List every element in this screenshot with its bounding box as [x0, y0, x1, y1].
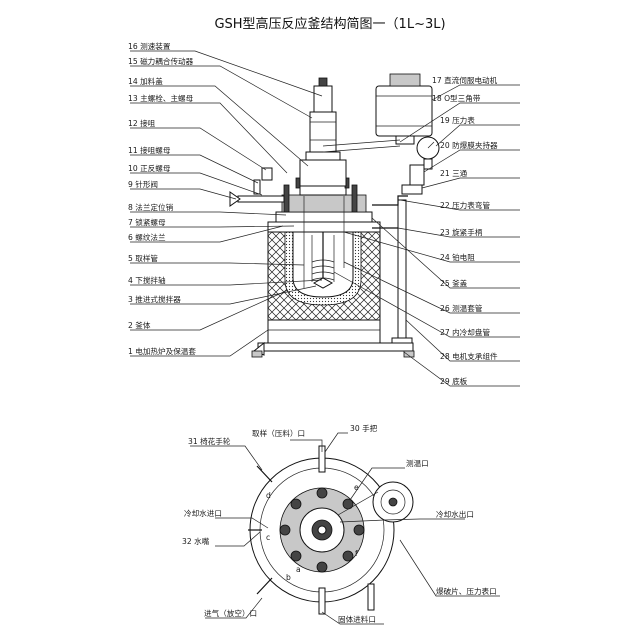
- label-gas-inlet: 进气（放空）口: [204, 608, 257, 618]
- label-propeller: 3 推进式搅拌器: [128, 294, 181, 304]
- top-view-leaders: [190, 432, 500, 625]
- label-vessel-body: 2 釜体: [128, 320, 151, 330]
- port-letter-f: f: [355, 549, 358, 558]
- left-leaders: [130, 50, 323, 357]
- port-letter-b: b: [286, 573, 291, 582]
- label-pressure-gauge: 19 压力表: [440, 115, 475, 125]
- label-rupture-holder: 20 防爆膜夹持器: [440, 140, 498, 150]
- label-magnetic-drive: 15 磁力耦合传动器: [128, 56, 194, 66]
- diagram-title: GSH型高压反应釜结构简图一（1L~3L): [214, 16, 445, 32]
- top-view-motor: [337, 481, 414, 523]
- label-sample-port: 取样（压料）口: [252, 428, 305, 438]
- side-labels-left: 16 测速装置 15 磁力耦合传动器 14 加料盖 13 主螺栓、主螺母 12 …: [128, 41, 196, 356]
- label-o-belt: 18 O型三角带: [432, 93, 481, 103]
- label-handle: 23 旋紧手柄: [440, 227, 483, 237]
- label-feed-cap: 14 加料盖: [128, 76, 163, 86]
- side-view: [229, 73, 440, 358]
- label-cooling-coil: 27 内冷却盘管: [440, 327, 490, 337]
- label-needle-valve: 9 针形阀: [128, 179, 158, 189]
- label-lock-nut: 7 锁紧螺母: [128, 217, 166, 227]
- label-lower-shaft: 4 下搅拌轴: [128, 275, 166, 285]
- label-thread-flange: 6 螺纹法兰: [128, 232, 166, 242]
- port-letter-a: a: [296, 565, 301, 574]
- label-cooling-out: 冷却水出口: [436, 509, 474, 519]
- label-handwheel: 31 椅花手轮: [188, 436, 231, 446]
- label-rupture-port: 爆破片、压力表口: [436, 586, 497, 596]
- label-heater: 1 电加热炉及保温套: [128, 346, 196, 356]
- label-water-nozzle: 32 水嘴: [182, 536, 210, 546]
- vessel-lid: [275, 211, 373, 223]
- servo-motor: [375, 73, 433, 145]
- label-pt-resistor: 24 铂电阻: [440, 252, 475, 262]
- label-cooling-in: 冷却水进口: [184, 508, 222, 518]
- label-reverse-nut: 10 正反螺母: [128, 163, 171, 173]
- label-thermo-sleeve: 26 测温套管: [440, 303, 483, 313]
- label-gauge-tube: 22 压力表弯管: [440, 200, 490, 210]
- label-lid: 25 釜盖: [440, 278, 468, 288]
- label-sampling-tube: 5 取样管: [128, 253, 158, 263]
- port-letter-e: e: [354, 483, 359, 492]
- port-letter-d: d: [266, 491, 271, 500]
- top-view-bolts: [279, 487, 365, 573]
- port-letter-c: c: [266, 533, 270, 542]
- top-view-handles: [248, 445, 375, 615]
- label-speed-device: 16 测速装置: [128, 41, 171, 51]
- label-hand-grip: 30 手把: [350, 423, 378, 433]
- label-solid-feed: 固体进料口: [338, 614, 376, 624]
- label-nozzle: 12 接咀: [128, 118, 156, 128]
- label-servo-motor: 17 直流伺服电动机: [432, 75, 498, 85]
- label-main-bolt: 13 主螺栓、主螺母: [128, 93, 194, 103]
- side-labels-right: 17 直流伺服电动机 18 O型三角带 19 压力表 20 防爆膜夹持器 21 …: [432, 75, 498, 386]
- right-leaders: [333, 84, 520, 387]
- label-tee: 21 三通: [440, 168, 468, 178]
- label-nozzle-nut: 11 接咀螺母: [128, 145, 171, 155]
- label-base-plate: 29 底板: [440, 376, 468, 386]
- label-flange-pin: 8 法兰定位销: [128, 202, 174, 212]
- label-thermo-port: 测温口: [406, 459, 429, 468]
- top-view: a b c d e f: [248, 445, 414, 615]
- top-view-labels: 31 椅花手轮 取样（压料）口 30 手把 测温口 冷却水进口 冷却水出口 32…: [182, 423, 497, 624]
- label-motor-support: 28 电机支承组件: [440, 351, 498, 361]
